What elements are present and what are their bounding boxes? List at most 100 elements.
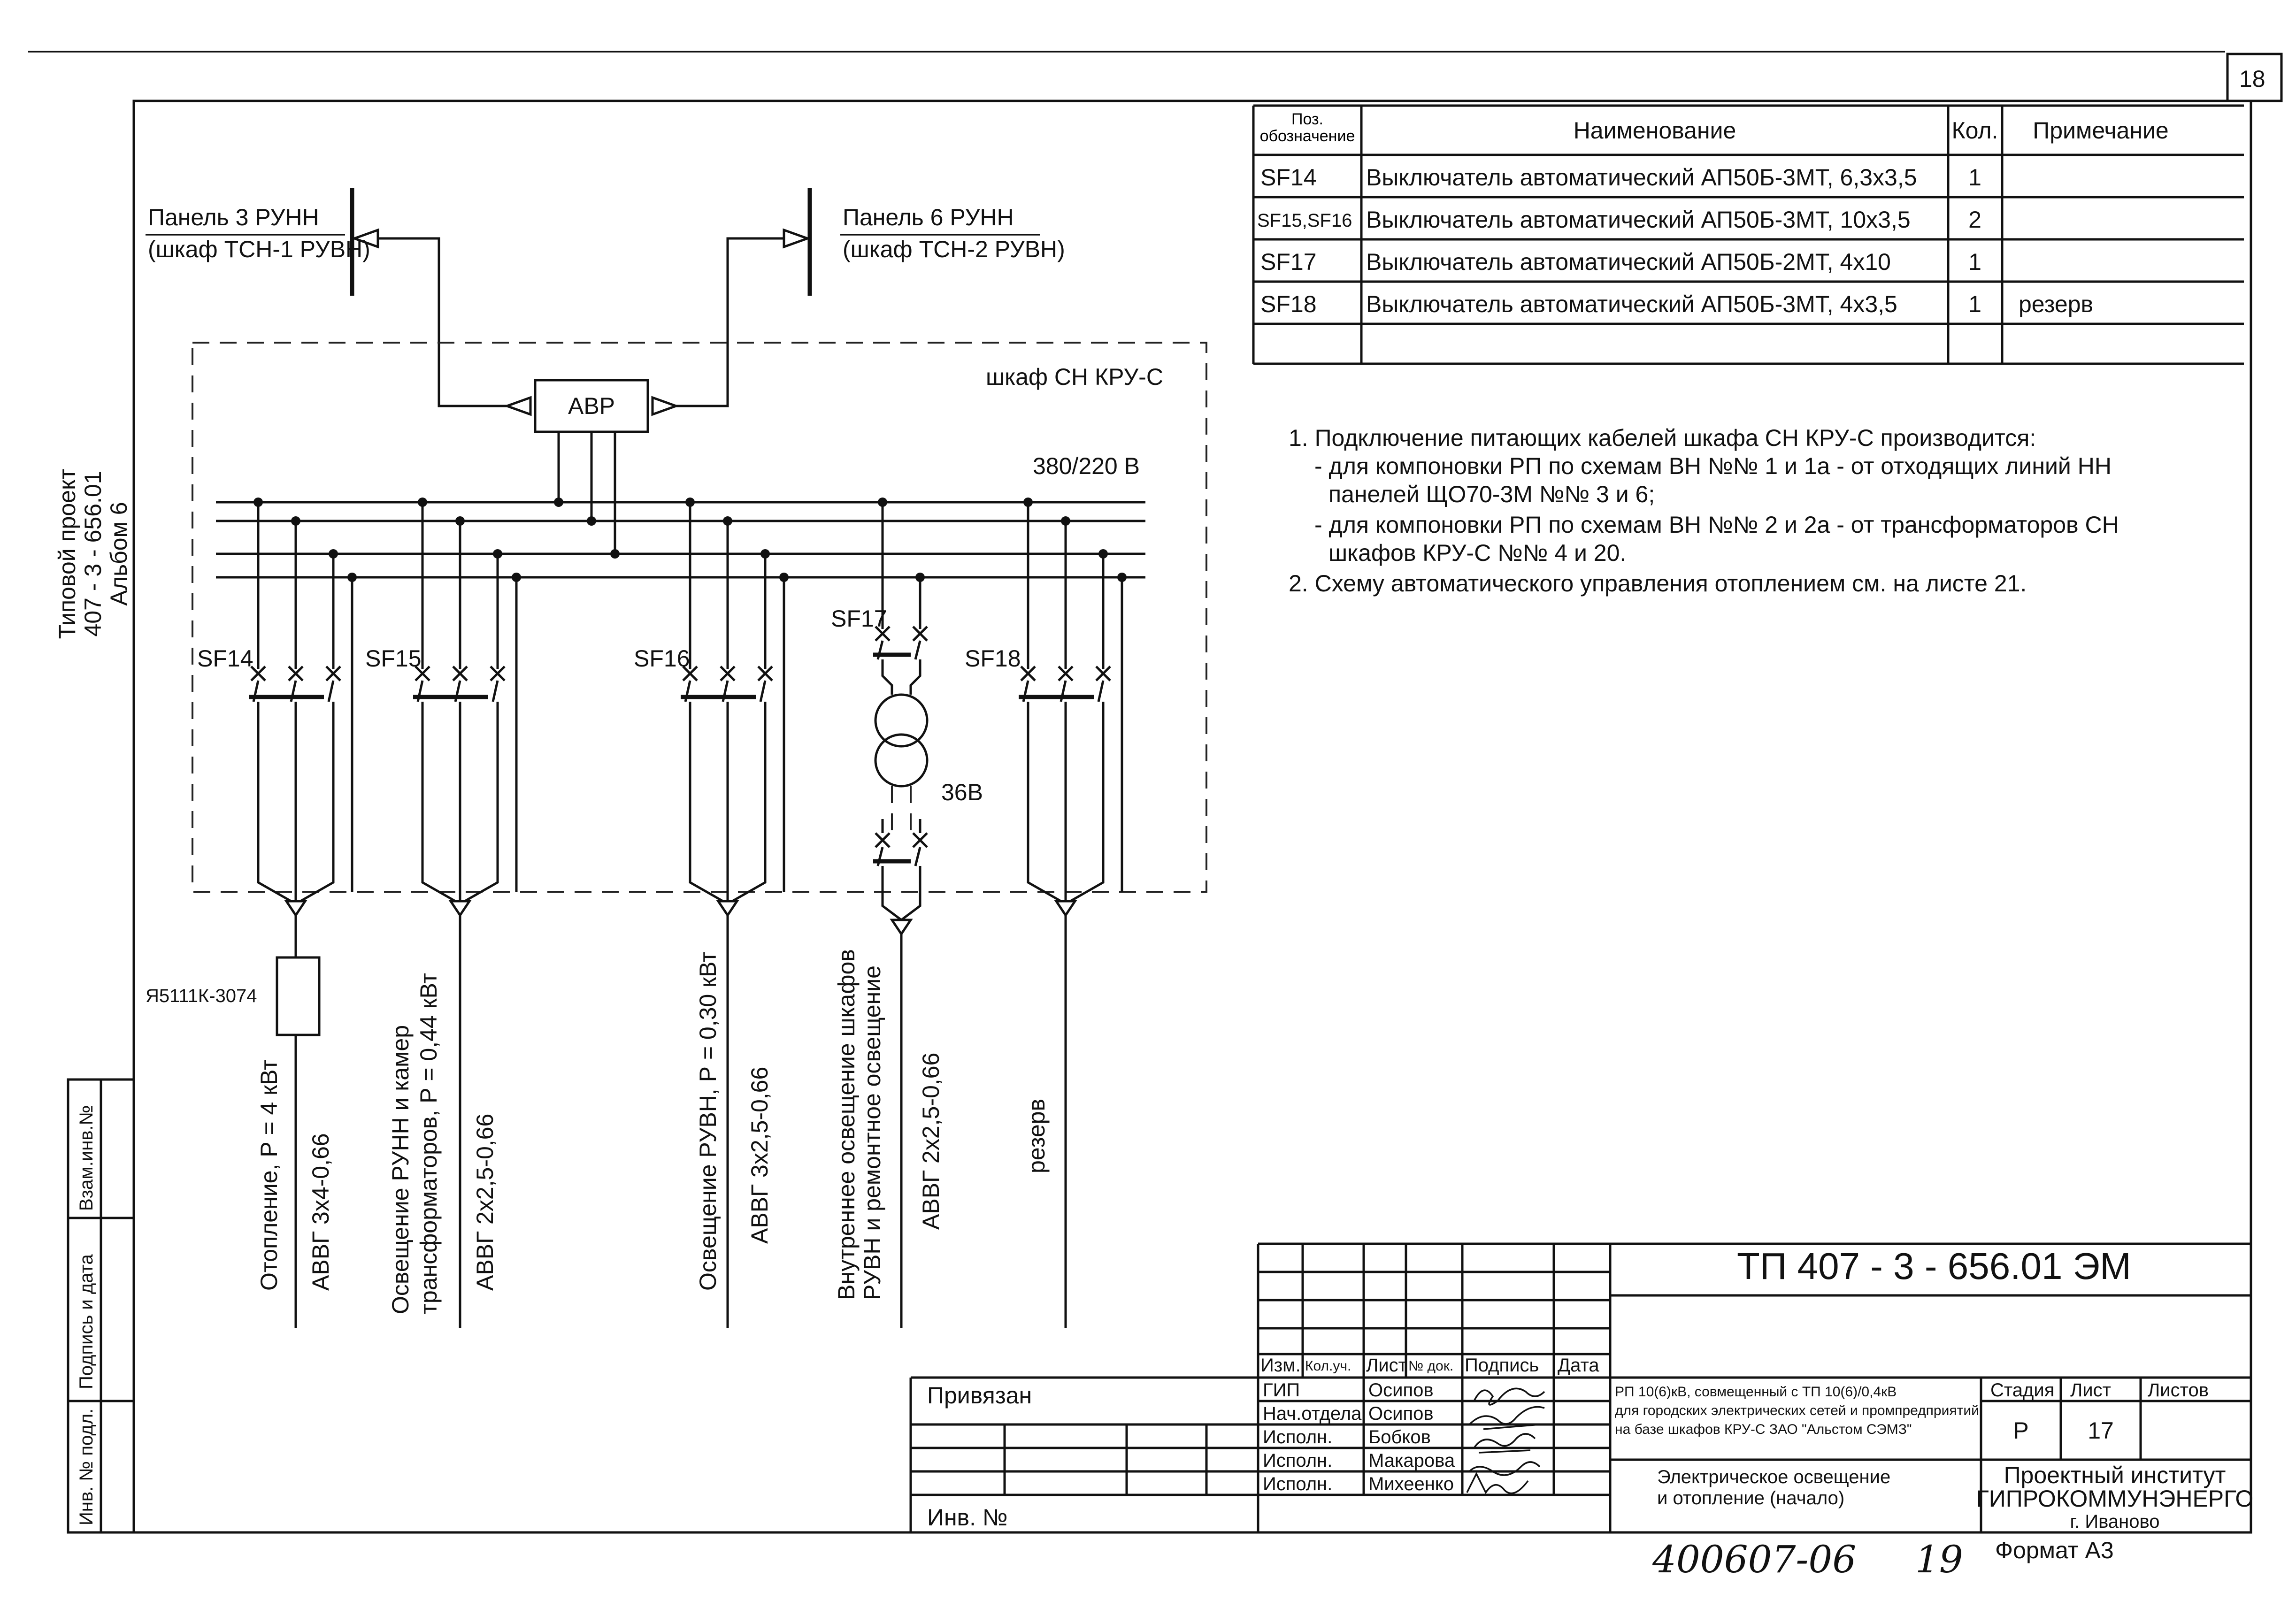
col-header: Изм. — [1260, 1355, 1301, 1376]
col-header: Кол.уч. — [1305, 1358, 1351, 1374]
row-name: Выключатель автоматический АП50Б-3МТ, 10… — [1366, 207, 1911, 233]
table-row: SF18 Выключатель автоматический АП50Б-3М… — [1260, 291, 2093, 317]
row-pos: SF15,SF16 — [1257, 210, 1352, 231]
feeder-label-5: резерв — [1023, 1099, 1050, 1173]
table-row: SF15,SF16 Выключатель автоматический АП5… — [1257, 207, 1981, 233]
staff-role: ГИП — [1263, 1380, 1300, 1401]
feeder-sf17: 36В SF17 — [831, 498, 983, 1328]
svg-text:резерв: резерв — [1023, 1099, 1050, 1173]
box-label: Я5111К-3074 — [146, 986, 257, 1006]
handwritten-number: 400607-06 — [1652, 1538, 1856, 1581]
row-qty: 2 — [1968, 207, 1981, 233]
left-margin-label-1: Инв. № подл. — [76, 1409, 97, 1525]
transformer-voltage: 36В — [941, 779, 983, 805]
col-header: Лист — [1366, 1355, 1407, 1376]
voltage-label: 380/220 В — [1033, 453, 1140, 479]
inventory-label: Инв. № — [927, 1504, 1008, 1531]
org-line: г. Иваново — [2070, 1511, 2159, 1532]
cabinet-label: шкаф СН КРУ-С — [986, 364, 1163, 390]
staff-name: Бобков — [1368, 1427, 1431, 1447]
staff-role: Исполн. — [1263, 1474, 1332, 1494]
svg-text:АВВГ 3х2,5-0,66: АВВГ 3х2,5-0,66 — [746, 1067, 773, 1244]
feeder-label-2: Освещение РУНН и камер трансформаторов, … — [387, 973, 498, 1314]
svg-text:Внутреннее освещение шкафов: Внутреннее освещение шкафов — [833, 949, 860, 1300]
panel-left-line1: Панель 3 РУНН — [148, 204, 319, 230]
feeder-label-1: Отопление, Р = 4 кВт АВВГ 3х4-0,66 — [256, 1059, 334, 1291]
row-name: Выключатель автоматический АП50Б-3МТ, 4х… — [1366, 291, 1897, 317]
feeder-sf16: SF16 — [634, 498, 789, 1328]
format-label: Формат А3 — [1995, 1537, 2114, 1563]
sheet-header: Лист — [2070, 1380, 2111, 1401]
feeder-label-3: Освещение РУВН, Р = 0,30 кВт АВВГ 3х2,5-… — [695, 951, 773, 1291]
left-margin-stamp: Инв. № подл. Подпись и дата Взам.инв.№ — [67, 1078, 135, 1534]
sheet-title-line: Электрическое освещение — [1657, 1467, 1890, 1487]
staff-name: Осипов — [1368, 1403, 1434, 1424]
note-line: шкафов КРУ-С №№ 4 и 20. — [1328, 540, 1626, 566]
col-header: Подпись — [1465, 1355, 1539, 1376]
breaker-label: SF16 — [634, 645, 690, 672]
note-line: 2. Схему автоматического управления отоп… — [1289, 570, 2027, 597]
feeder-sf15: SF15 — [365, 498, 521, 1328]
row-qty: 1 — [1968, 249, 1981, 275]
header-qty: Кол. — [1952, 117, 1998, 144]
handwritten-sheet: 19 — [1915, 1538, 1963, 1581]
row-pos: SF18 — [1260, 291, 1317, 317]
cabinet-boundary — [192, 342, 1207, 893]
title-block: ТП 407 - 3 - 656.01 ЭМ Привязан Инв. № И… — [909, 1242, 2254, 1532]
left-margin-label-2: Подпись и дата — [76, 1254, 97, 1389]
single-line-diagram: Панель 3 РУНН (шкаф ТСН-1 РУВН) Панель 6… — [146, 188, 1207, 1328]
notes: 1. Подключение питающих кабелей шкафа СН… — [1289, 425, 2119, 597]
drawing-frame — [132, 100, 2252, 1534]
staff-name: Макарова — [1368, 1450, 1455, 1471]
row-qty: 1 — [1968, 164, 1981, 191]
sheet-number-box — [2226, 53, 2283, 102]
project-title-line: для городских электрических сетей и пром… — [1615, 1403, 1979, 1418]
breaker-label: SF18 — [965, 645, 1021, 672]
note-line: панелей ЩО70-3М №№ 3 и 6; — [1328, 481, 1655, 507]
svg-text:трансформаторов, Р = 0,44 кВт: трансформаторов, Р = 0,44 кВт — [415, 973, 442, 1314]
header-pos: Поз. обозначение — [1259, 110, 1355, 145]
svg-text:АВВГ 3х4-0,66: АВВГ 3х4-0,66 — [307, 1133, 334, 1291]
transformer-winding-1 — [874, 693, 929, 748]
feeder-label-4: Внутреннее освещение шкафов РУВН и ремон… — [833, 949, 944, 1300]
breaker-label: SF17 — [831, 605, 887, 632]
avr-label: АВР — [568, 393, 615, 419]
svg-text:Отопление, Р = 4 кВт: Отопление, Р = 4 кВт — [256, 1059, 282, 1291]
col-header: Дата — [1558, 1355, 1599, 1376]
panel-left-line2: (шкаф ТСН-1 РУВН) — [148, 236, 370, 262]
table-row: SF14 Выключатель автоматический АП50Б-3М… — [1260, 164, 1981, 191]
svg-text:РУВН и ремонтное освещение: РУВН и ремонтное освещение — [859, 965, 885, 1300]
side-stamp-line3: Альбом 6 — [106, 502, 132, 605]
feeder-sf18: SF18 — [965, 498, 1127, 1328]
transformer-winding-2 — [874, 733, 929, 788]
doc-code: ТП 407 - 3 - 656.01 ЭМ — [1737, 1245, 2131, 1287]
sheet-title-line: и отопление (начало) — [1657, 1488, 1844, 1508]
side-stamp-line2: 407 - 3 - 656.01 — [80, 471, 106, 636]
side-stamp-line1: Типовой проект — [54, 469, 80, 639]
project-title-line: РП 10(6)кВ, совмещенный с ТП 10(6)/0,4кВ — [1615, 1384, 1897, 1400]
spec-table: Поз. обозначение Наименование Кол. Приме… — [1252, 104, 2244, 365]
handwritten-signatures — [1466, 1387, 1545, 1494]
stage-header: Стадия — [1990, 1380, 2054, 1401]
row-note: резерв — [2019, 291, 2093, 317]
staff-role: Исполн. — [1263, 1427, 1332, 1447]
side-stamp: Типовой проект 407 - 3 - 656.01 Альбом 6 — [54, 469, 132, 639]
sheet-number: 18 — [2239, 66, 2265, 92]
staff-name: Михеенко — [1368, 1474, 1454, 1494]
header-note: Примечание — [2033, 117, 2168, 144]
svg-text:АВВГ 2х2,5-0,66: АВВГ 2х2,5-0,66 — [472, 1114, 498, 1291]
sheet-value: 17 — [2088, 1417, 2114, 1444]
col-header: № док. — [1408, 1358, 1453, 1374]
panel-right-line2: (шкаф ТСН-2 РУВН) — [843, 236, 1065, 262]
table-row: SF17 Выключатель автоматический АП50Б-2М… — [1260, 249, 1981, 275]
svg-text:АВВГ 2х2,5-0,66: АВВГ 2х2,5-0,66 — [918, 1053, 944, 1230]
attached-label: Привязан — [927, 1382, 1032, 1409]
row-qty: 1 — [1968, 291, 1981, 317]
heater-control-box — [276, 956, 321, 1036]
header-name: Наименование — [1574, 117, 1736, 144]
staff-role: Исполн. — [1263, 1450, 1332, 1471]
staff-role: Нач.отдела — [1263, 1403, 1362, 1424]
org-line: ГИПРОКОММУНЭНЕРГО — [1976, 1485, 2254, 1512]
breaker-label: SF15 — [365, 645, 422, 672]
